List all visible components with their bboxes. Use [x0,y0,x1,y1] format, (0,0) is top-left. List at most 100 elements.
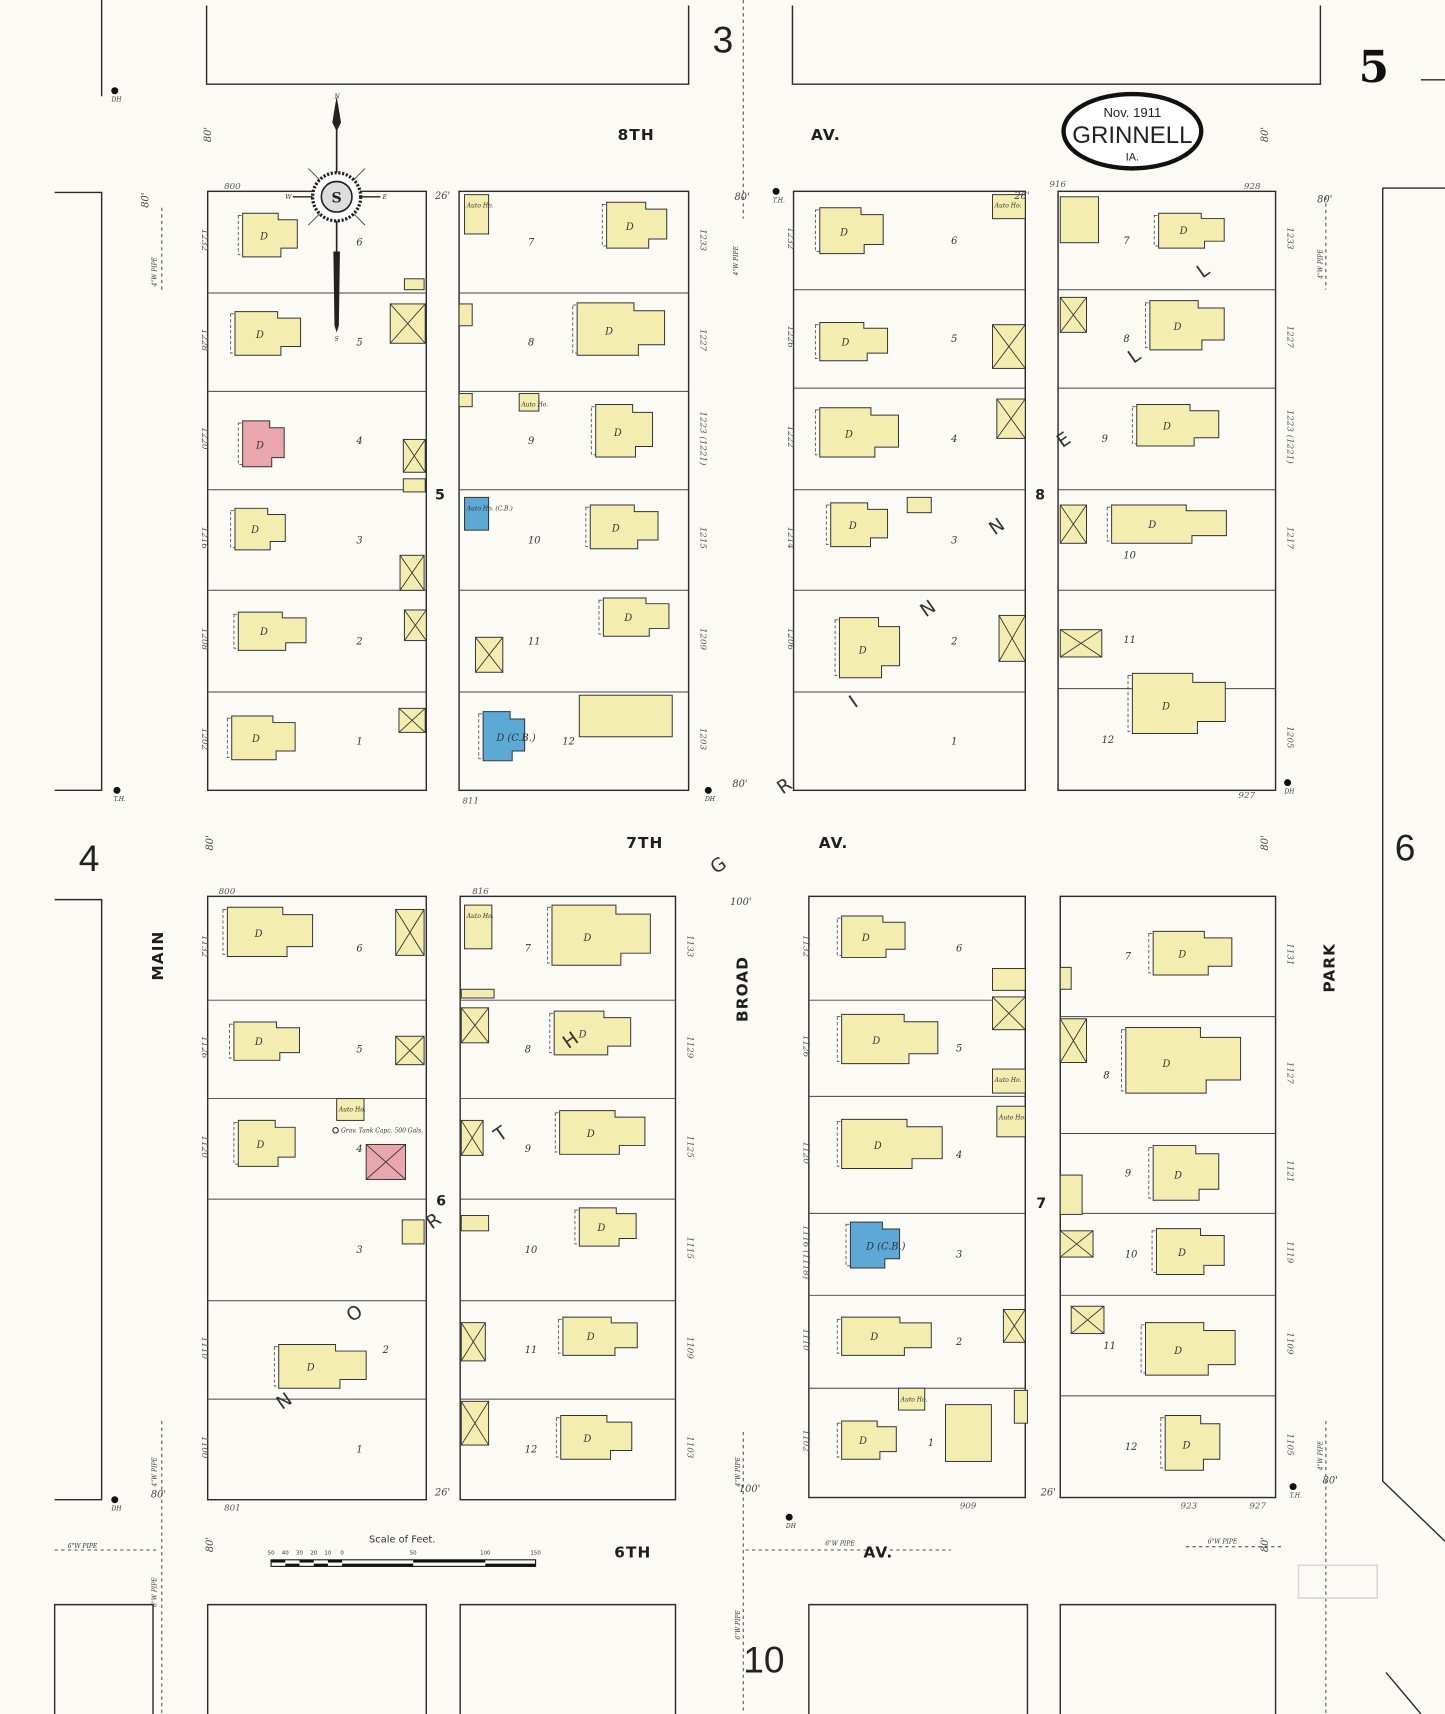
lot-number: 3 [951,535,957,546]
lot-number: 8 [525,1045,531,1056]
open-shed-mark [1059,1018,1087,1063]
building-label: D [254,929,263,940]
street-address: 1119 [1285,1241,1295,1264]
street-address: 1220 [199,427,209,450]
dwelling: D [585,504,659,550]
width-label: 80' [1260,127,1271,142]
width-label: 80' [205,835,216,850]
outbuilding [996,1105,1026,1138]
dwelling: D [230,507,286,551]
hydrant-label: DH [110,1506,122,1513]
dwelling: D [590,403,654,458]
lot-number: 12 [562,736,575,747]
lot-number: 9 [1125,1169,1131,1180]
dwelling: D [836,1420,897,1460]
hydrant-label: DH [110,97,122,104]
outbuilding-label: Auto Ho. [994,203,1022,210]
width-label: 26' [434,191,450,202]
dwelling: D [574,1207,637,1247]
outbuilding-label: Auto Ho. [338,1107,366,1114]
adjoining-sheet-left[interactable]: 4 [79,837,100,879]
width-label: 80' [1260,835,1271,850]
scale-tick-label: 100 [480,1550,491,1556]
lot-number: 7 [528,237,535,248]
outbuilding [458,393,473,408]
corner-number: 928 [1244,182,1261,192]
open-shed-mark [998,615,1026,662]
building-label: D [1173,1346,1182,1357]
dwelling: D [814,207,884,255]
corner-number: 801 [224,1504,241,1514]
hydrant-label: T.H. [1290,1493,1302,1500]
street-address: 1226 [785,326,795,349]
width-label: 80' [205,1537,216,1552]
lot-number: 8 [1103,1070,1109,1081]
lot-number: 7 [1123,236,1130,247]
corner-number: 816 [472,887,489,897]
corner-number: 927 [1249,1501,1266,1511]
width-label: 80' [732,779,747,790]
adjoining-sheet-top[interactable]: 3 [713,19,734,61]
width-label: 80' [141,193,152,208]
dwelling: D [1151,1228,1225,1276]
open-shed-mark [1060,629,1103,658]
open-shed-mark [996,398,1026,439]
building-label: D [1179,226,1188,237]
dwelling: D [1106,504,1227,544]
block-number: 6 [436,1194,446,1210]
width-label: 100' [730,897,751,908]
building-label: D [873,1141,882,1152]
building-label: D [255,330,264,341]
street-address: 1217 [1285,527,1295,550]
pipe-label: 6"W PIPE [151,1577,158,1607]
dwelling: D [1131,403,1220,447]
open-shed-mark [1059,297,1087,333]
dwelling: D [1140,1322,1236,1376]
open-shed-mark [399,555,425,591]
lot-number: 2 [955,1337,962,1348]
adjoining-sheet-bottom[interactable]: 10 [743,1638,784,1680]
building-label: D [586,1332,595,1343]
fire-hydrant-icon [704,786,712,794]
lot-number: 9 [1102,434,1108,445]
outbuilding [1059,196,1099,244]
outbuilding [460,1215,490,1232]
street-label-park: PARK [1321,943,1339,993]
building-label: D [858,646,867,657]
block-number: 7 [1036,1196,1046,1212]
street-label-8th: 8TH [618,126,655,144]
adjoining-sheet-right[interactable]: 6 [1395,826,1416,868]
building-label: D [839,227,848,238]
building-label: D [844,429,853,440]
street-address: 1110 [199,1337,209,1360]
dwelling: D [834,617,901,679]
building-label: D [623,613,632,624]
fire-hydrant-icon [1284,779,1292,787]
outbuilding [1059,966,1072,990]
building-label: D [1162,421,1171,432]
dwelling: D [230,311,302,356]
street-address: 1105 [1285,1433,1295,1456]
lot-number: 6 [951,236,957,247]
corner-number: 909 [960,1501,977,1511]
dwelling: D [598,597,670,637]
lot-number: 2 [355,636,362,647]
outbuilding [402,478,426,493]
street-address: 1227 [1285,326,1295,349]
outbuilding [578,694,673,738]
dwelling: D [836,1118,943,1170]
open-shed-mark [460,1401,489,1446]
corner-number: 927 [1238,791,1255,801]
lot-number: 1 [356,1445,362,1456]
dwelling: D [273,1344,367,1389]
lot-number: 12 [1102,735,1115,746]
street-address: 1228 [199,329,209,352]
scale-tick-label: 50 [410,1550,417,1556]
lot-number: 3 [956,1250,962,1261]
street-address: 1120 [199,1136,209,1159]
dwelling: D (C.B.) [478,711,536,762]
pipe-label: 4"W PIPE [151,256,158,287]
scale-tick-label: 40 [282,1550,289,1556]
